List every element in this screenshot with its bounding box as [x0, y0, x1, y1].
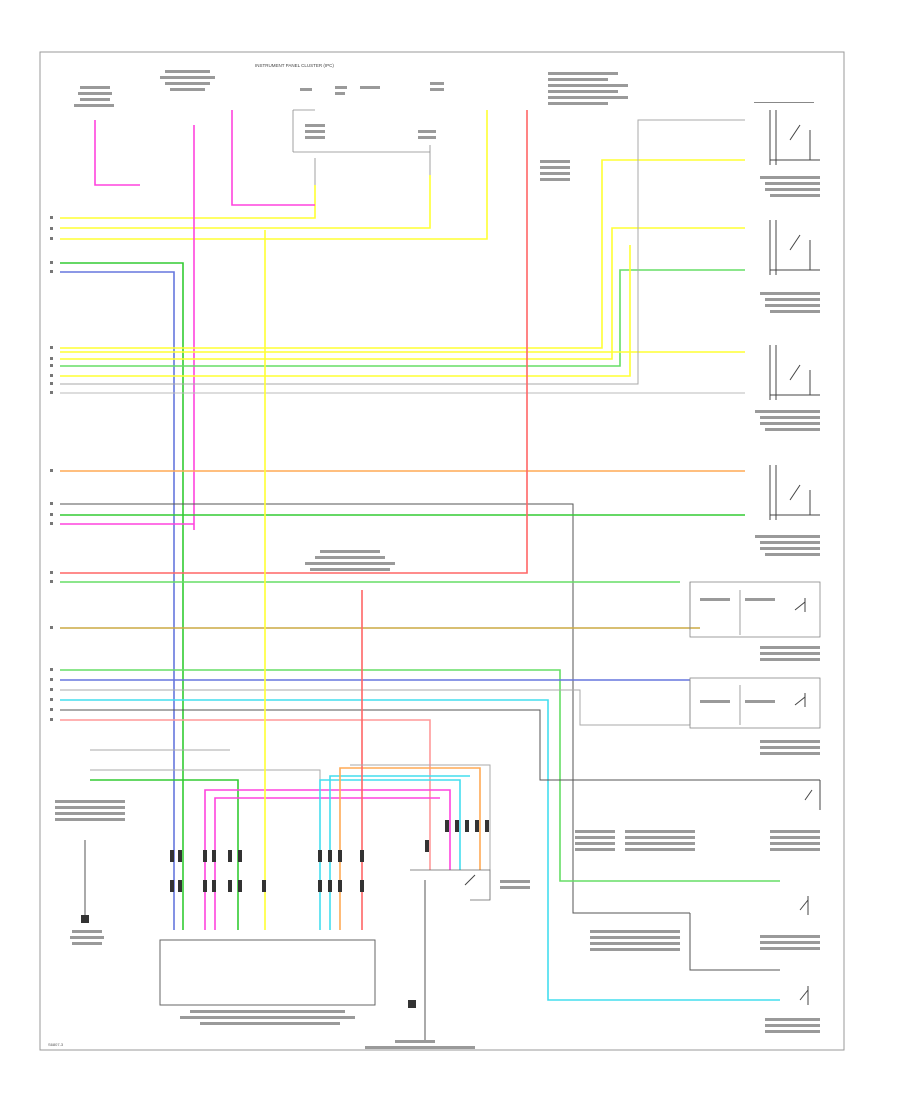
- wire-yellow-4: [60, 159, 745, 349]
- wire-lightgreen-2: [60, 669, 780, 882]
- wire-pink-5: [60, 719, 431, 870]
- wire-buses: [60, 110, 780, 1001]
- switch-icon: [769, 220, 820, 275]
- wire-pink-7: [214, 797, 440, 930]
- switch-icon: [799, 986, 809, 1005]
- pin-numbers-left: [50, 216, 53, 721]
- switch-icon: [794, 598, 806, 612]
- wire-yellow-3: [60, 110, 488, 240]
- switch-icon: [799, 896, 809, 915]
- wire-cyan-1: [60, 699, 780, 1001]
- ground-center: [365, 1000, 475, 1049]
- wire-black-2: [60, 709, 780, 781]
- ground-icon: [408, 1000, 416, 1008]
- wire-orange-2: [339, 767, 481, 930]
- wire-pink-3: [231, 110, 315, 206]
- wire-yellow-7: [60, 245, 631, 377]
- top-labels: [74, 70, 628, 107]
- footer-code: S6807-3: [48, 1042, 64, 1047]
- switch-icon: [769, 345, 820, 400]
- diagram-title: INSTRUMENT PANEL CLUSTER (IPC): [255, 63, 334, 68]
- wire-black-1: [60, 503, 690, 914]
- vent-switch-right: [765, 986, 820, 1033]
- door-ajar-switch-lr: [754, 102, 820, 197]
- door-ajar-switch-rf: [755, 465, 820, 556]
- wire-green-2: [60, 269, 745, 367]
- window-switch-lr: [689, 581, 821, 661]
- door-ajar-switch-lf: [755, 345, 820, 431]
- wire-cyan-3: [329, 775, 470, 930]
- passenger-seat-switch: [410, 820, 530, 1040]
- wire-gray-7: [689, 913, 780, 971]
- wire-yellow-2: [60, 175, 431, 229]
- wire-green-1: [60, 262, 184, 930]
- wire-pink-1: [94, 120, 140, 186]
- ground-icon: [81, 915, 89, 923]
- switch-icon: [794, 693, 806, 707]
- diagram-frame: [39, 51, 845, 1051]
- switch-icon: [769, 110, 820, 165]
- wire-gray-6: [350, 764, 491, 870]
- rear-switch: [770, 779, 821, 851]
- window-switch-rr: [689, 677, 821, 755]
- wire-blue-1: [60, 271, 175, 930]
- wire-red-1: [60, 110, 528, 574]
- vent-switch-left: [760, 896, 820, 950]
- wire-gray-3: [60, 689, 690, 726]
- switch-icon: [780, 779, 821, 810]
- ground-left: [55, 800, 125, 945]
- module-box: [159, 850, 376, 1025]
- ipc-inner-box: [292, 109, 436, 185]
- switch-icon: [769, 465, 820, 520]
- wire-yellow-5: [60, 227, 745, 360]
- wire-gray-1: [60, 119, 745, 385]
- center-labels: [305, 160, 695, 951]
- wire-yellow-1: [60, 185, 316, 219]
- door-ajar-switch-rr: [760, 220, 820, 313]
- switch-icon: [464, 874, 476, 886]
